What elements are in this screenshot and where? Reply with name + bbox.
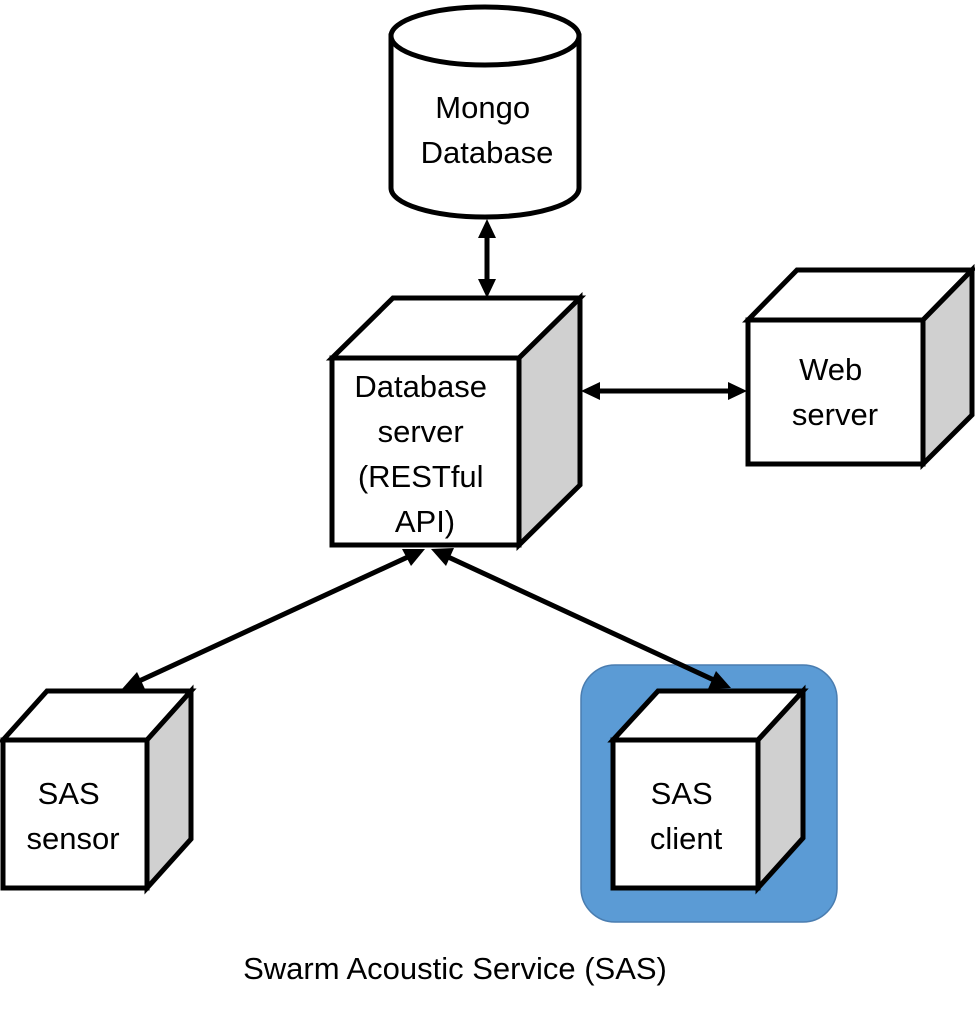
sas-client-label-line-1: SAS xyxy=(651,776,713,811)
database-server-label-line-2: server xyxy=(378,414,464,449)
database-server-node: Database server (RESTful API) xyxy=(325,292,587,551)
web-server-node: Web server xyxy=(742,263,975,471)
database-server-label-line-1: Database xyxy=(354,369,487,404)
mongo-database-label: Mongo Database xyxy=(421,90,554,170)
connector-db-server-to-sas-client xyxy=(431,548,731,689)
web-server-label-line-2: server xyxy=(792,397,878,432)
mongo-database-label-line-2: Database xyxy=(421,135,554,170)
connector-db-server-to-web-server xyxy=(581,382,747,400)
connector-mongo-to-db-server xyxy=(478,219,496,298)
sas-sensor-label: SAS sensor xyxy=(26,776,119,856)
sas-client-label-line-2: client xyxy=(650,821,723,856)
database-server-label: Database server (RESTful API) xyxy=(354,369,495,539)
sas-client-label: SAS client xyxy=(650,776,723,856)
sas-sensor-label-line-1: SAS xyxy=(38,776,100,811)
connector-db-server-to-sas-sensor xyxy=(122,549,425,689)
sas-sensor-node: SAS sensor xyxy=(0,684,197,895)
diagram-caption: Swarm Acoustic Service (SAS) xyxy=(243,951,667,986)
web-server-label-line-1: Web xyxy=(799,352,862,387)
database-server-label-line-3: (RESTful xyxy=(358,459,484,494)
sas-client-node: SAS client xyxy=(607,684,809,895)
mongo-database-node: Mongo Database xyxy=(388,4,582,220)
web-server-label: Web server xyxy=(792,352,878,432)
sas-sensor-label-line-2: sensor xyxy=(26,821,119,856)
mongo-database-label-line-1: Mongo xyxy=(435,90,530,125)
database-server-label-line-4: API) xyxy=(395,504,455,539)
